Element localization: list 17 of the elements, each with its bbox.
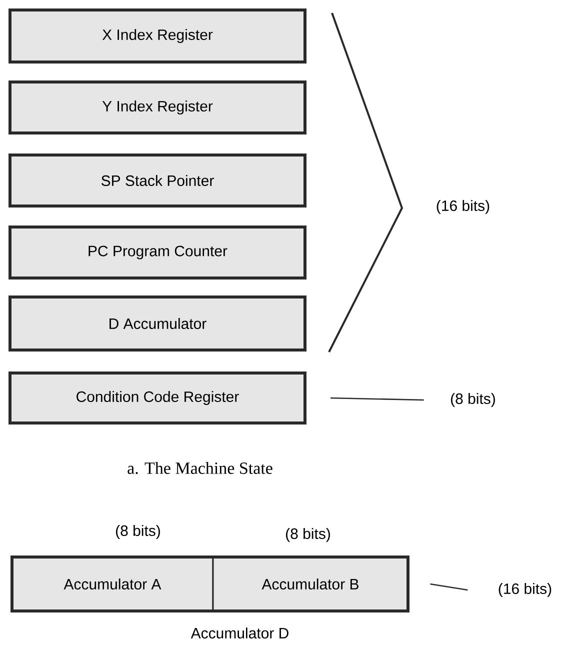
bit-width-label: (8 bits) [451, 393, 495, 407]
register-cell: Accumulator B [212, 556, 409, 612]
register-box: Y Index Register [8, 80, 306, 134]
register-box: D Accumulator [8, 296, 306, 352]
bit-width-label: (16 bits) [436, 200, 490, 214]
bit-width-label: (8 bits) [286, 528, 330, 542]
connector-line [430, 583, 468, 591]
bit-width-label: (8 bits) [116, 525, 160, 539]
register-box: SP Stack Pointer [8, 154, 306, 208]
connector-line [330, 397, 424, 401]
bit-width-label: (16 bits) [498, 583, 552, 597]
register-box: X Index Register [8, 8, 306, 64]
register-cell: Accumulator A [11, 556, 214, 612]
register-box: PC Program Counter [8, 226, 306, 280]
caption: a. The Machine State [128, 462, 272, 474]
register-label: Accumulator D [190, 628, 288, 638]
register-box: Condition Code Register [8, 372, 306, 424]
